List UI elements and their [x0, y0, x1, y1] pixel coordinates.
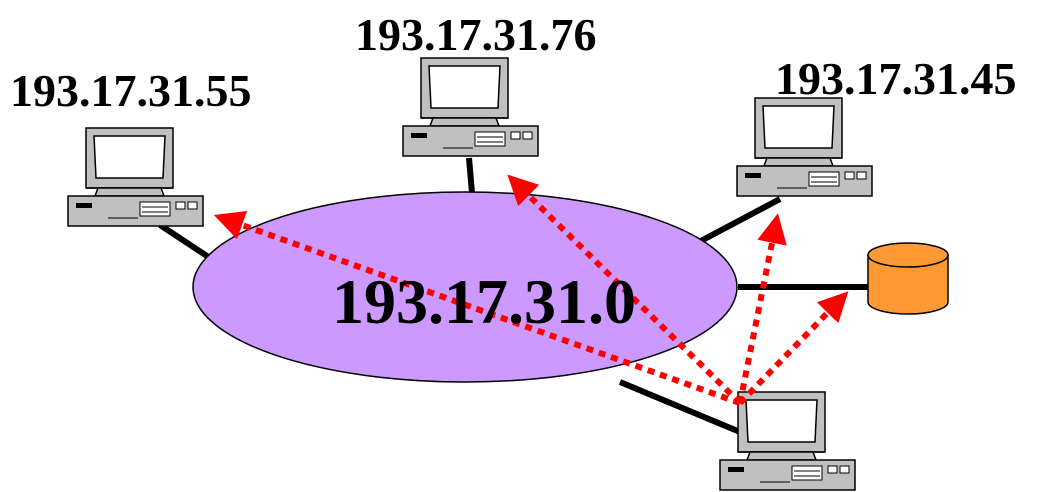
- link-source-host: [618, 379, 742, 435]
- host-ip-label: 193.17.31.55: [10, 65, 252, 116]
- computer-icon-source: [719, 391, 856, 491]
- network-links: [158, 157, 870, 435]
- network-address-label: 193.17.31.0: [332, 266, 636, 337]
- arrow-to-database: [737, 291, 849, 406]
- host-ip-label: 193.17.31.76: [355, 9, 597, 60]
- link-host-76: [466, 157, 475, 194]
- computer-icon-45: [736, 97, 873, 197]
- broadcast-arrows: [213, 174, 849, 406]
- link-host-45: [695, 196, 782, 246]
- link-host-55: [158, 222, 212, 261]
- computer-icon-76: [402, 57, 539, 157]
- host-ip-label: 193.17.31.45: [775, 53, 1017, 104]
- computer-icon-55: [67, 127, 204, 227]
- database-cylinder-icon: [867, 242, 949, 315]
- network-segment: [192, 191, 738, 383]
- arrow-to-host-45: [737, 213, 787, 404]
